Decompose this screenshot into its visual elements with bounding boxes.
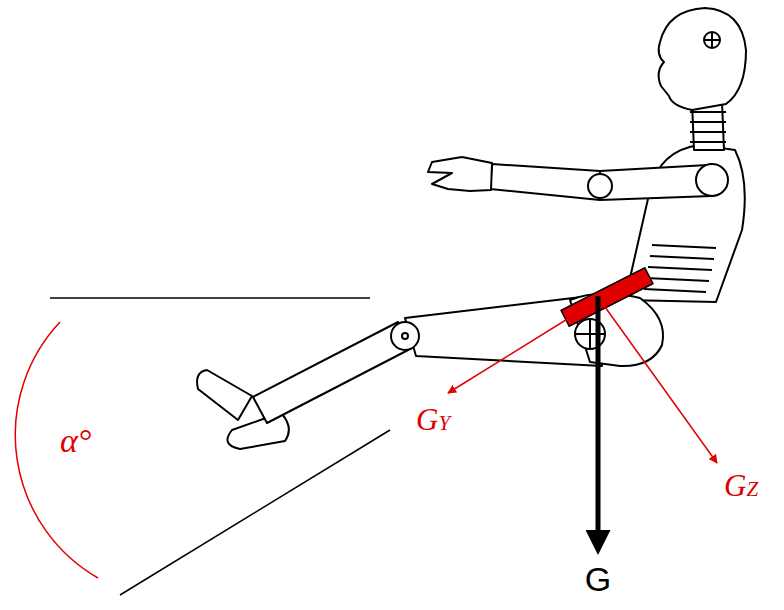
- force-label: GZ: [724, 470, 758, 501]
- angle-arc: [15, 322, 98, 578]
- reference-line: [50, 297, 370, 299]
- force-label: G: [585, 562, 611, 596]
- head: [659, 8, 746, 110]
- shoulder-joint: [696, 164, 728, 196]
- reference-line: [120, 430, 390, 595]
- forearm: [490, 164, 600, 200]
- belt: [561, 268, 653, 327]
- elbow-joint: [588, 174, 612, 198]
- shin: [253, 322, 412, 423]
- neck-ridges: [690, 112, 726, 142]
- gravity-arrow: [596, 296, 601, 535]
- force-arrow: [600, 300, 717, 463]
- foot: [197, 370, 252, 420]
- knee-joint: [402, 333, 408, 339]
- dummy-figure: [197, 8, 746, 449]
- force-label: GY: [416, 404, 450, 435]
- force-arrow: [448, 300, 598, 393]
- belt-strap: [561, 268, 653, 327]
- head-target: [704, 32, 720, 48]
- knee-joint: [391, 322, 419, 350]
- head-target: [704, 32, 720, 48]
- abdomen-ridges: [644, 245, 716, 292]
- hand: [428, 157, 492, 191]
- foot: [228, 414, 289, 449]
- angle-label: α°: [60, 424, 91, 458]
